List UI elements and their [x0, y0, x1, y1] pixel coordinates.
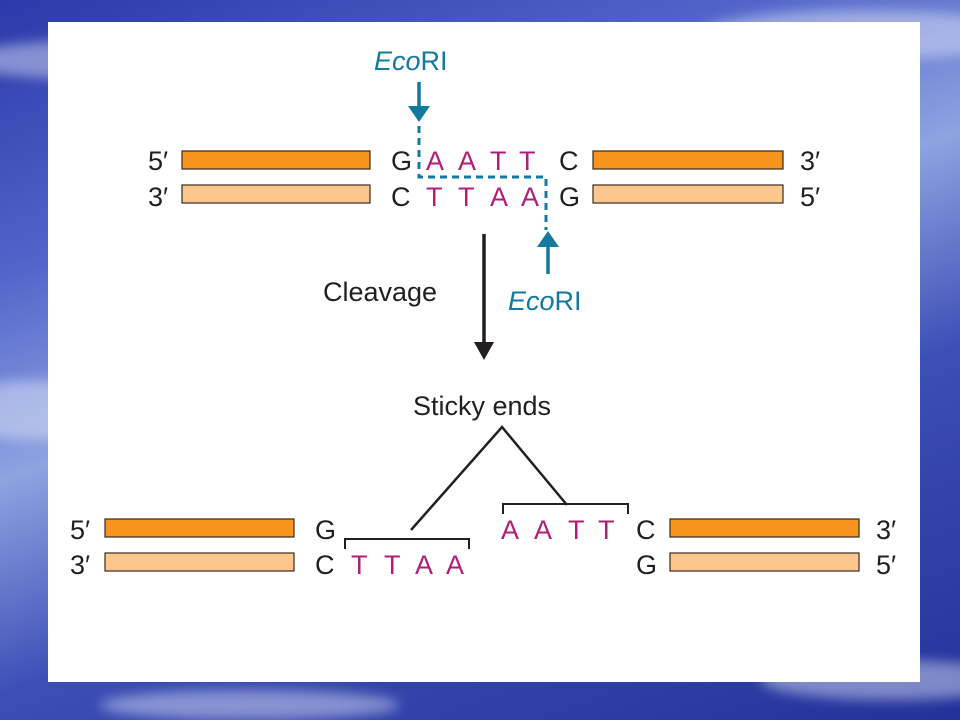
top-right-base: C [559, 146, 579, 176]
left-overhang-base-2: T [384, 550, 401, 580]
left-fragment-top-base: G [315, 515, 336, 545]
top-strand-left [181, 150, 371, 170]
right-fragment-5prime: 5′ [876, 550, 896, 580]
arrow-down-icon [474, 234, 494, 360]
bottom-strand-right [592, 184, 784, 204]
left-fragment-bottom-base: C [315, 550, 335, 580]
right-fragment-top-strand [669, 518, 860, 538]
right-overhang-bracket [502, 503, 629, 514]
left-fragment-top-strand [104, 518, 295, 538]
bottom-right-base: G [559, 182, 580, 212]
left-fragment-bottom-strand [104, 552, 295, 572]
top-site-base-4: T [519, 146, 536, 176]
ecori-cleavage-diagram: EcoRI 5′ 3′ G A A T T C C T T A A G 3′ 5… [70, 46, 896, 580]
bottom-site-base-4: A [521, 182, 539, 212]
bottom-site-base-3: A [490, 182, 508, 212]
right-overhang-base-4: T [598, 515, 615, 545]
right-fragment-bottom-base: G [636, 550, 657, 580]
left-overhang-base-1: T [351, 550, 368, 580]
bottom-strand-3prime: 3′ [148, 182, 168, 212]
top-site-base-1: A [426, 146, 444, 176]
bottom-left-base: C [391, 182, 411, 212]
bottom-site-base-1: T [426, 182, 443, 212]
arrow-down-icon [408, 82, 430, 122]
arrow-up-icon [537, 231, 559, 274]
left-overhang-bracket [344, 538, 470, 549]
cut-line [417, 126, 548, 230]
sticky-ends-label: Sticky ends [413, 391, 551, 421]
sticky-ends-connector [410, 425, 568, 531]
cleavage-label: Cleavage [323, 277, 437, 307]
left-fragment-3prime: 3′ [70, 550, 90, 580]
figure-panel: EcoRI 5′ 3′ G A A T T C C T T A A G 3′ 5… [48, 22, 920, 682]
enzyme-label-bottom: EcoRI [508, 286, 582, 316]
top-site-base-2: A [458, 146, 476, 176]
right-overhang-base-1: A [501, 515, 519, 545]
left-fragment-5prime: 5′ [70, 515, 90, 545]
bottom-strand-5prime: 5′ [800, 182, 820, 212]
right-overhang-base-3: T [568, 515, 585, 545]
right-overhang-base-2: A [534, 515, 552, 545]
top-strand-right [592, 150, 784, 170]
enzyme-label-top: EcoRI [374, 46, 448, 76]
top-left-base: G [391, 146, 412, 176]
right-fragment-3prime: 3′ [876, 515, 896, 545]
top-strand-5prime: 5′ [148, 146, 168, 176]
right-fragment-bottom-strand [669, 552, 860, 572]
bottom-strand-left [181, 184, 371, 204]
left-overhang-base-3: A [415, 550, 433, 580]
left-overhang-base-4: A [446, 550, 464, 580]
bottom-site-base-2: T [458, 182, 475, 212]
right-fragment-top-base: C [636, 515, 656, 545]
top-strand-3prime: 3′ [800, 146, 820, 176]
top-site-base-3: T [490, 146, 507, 176]
